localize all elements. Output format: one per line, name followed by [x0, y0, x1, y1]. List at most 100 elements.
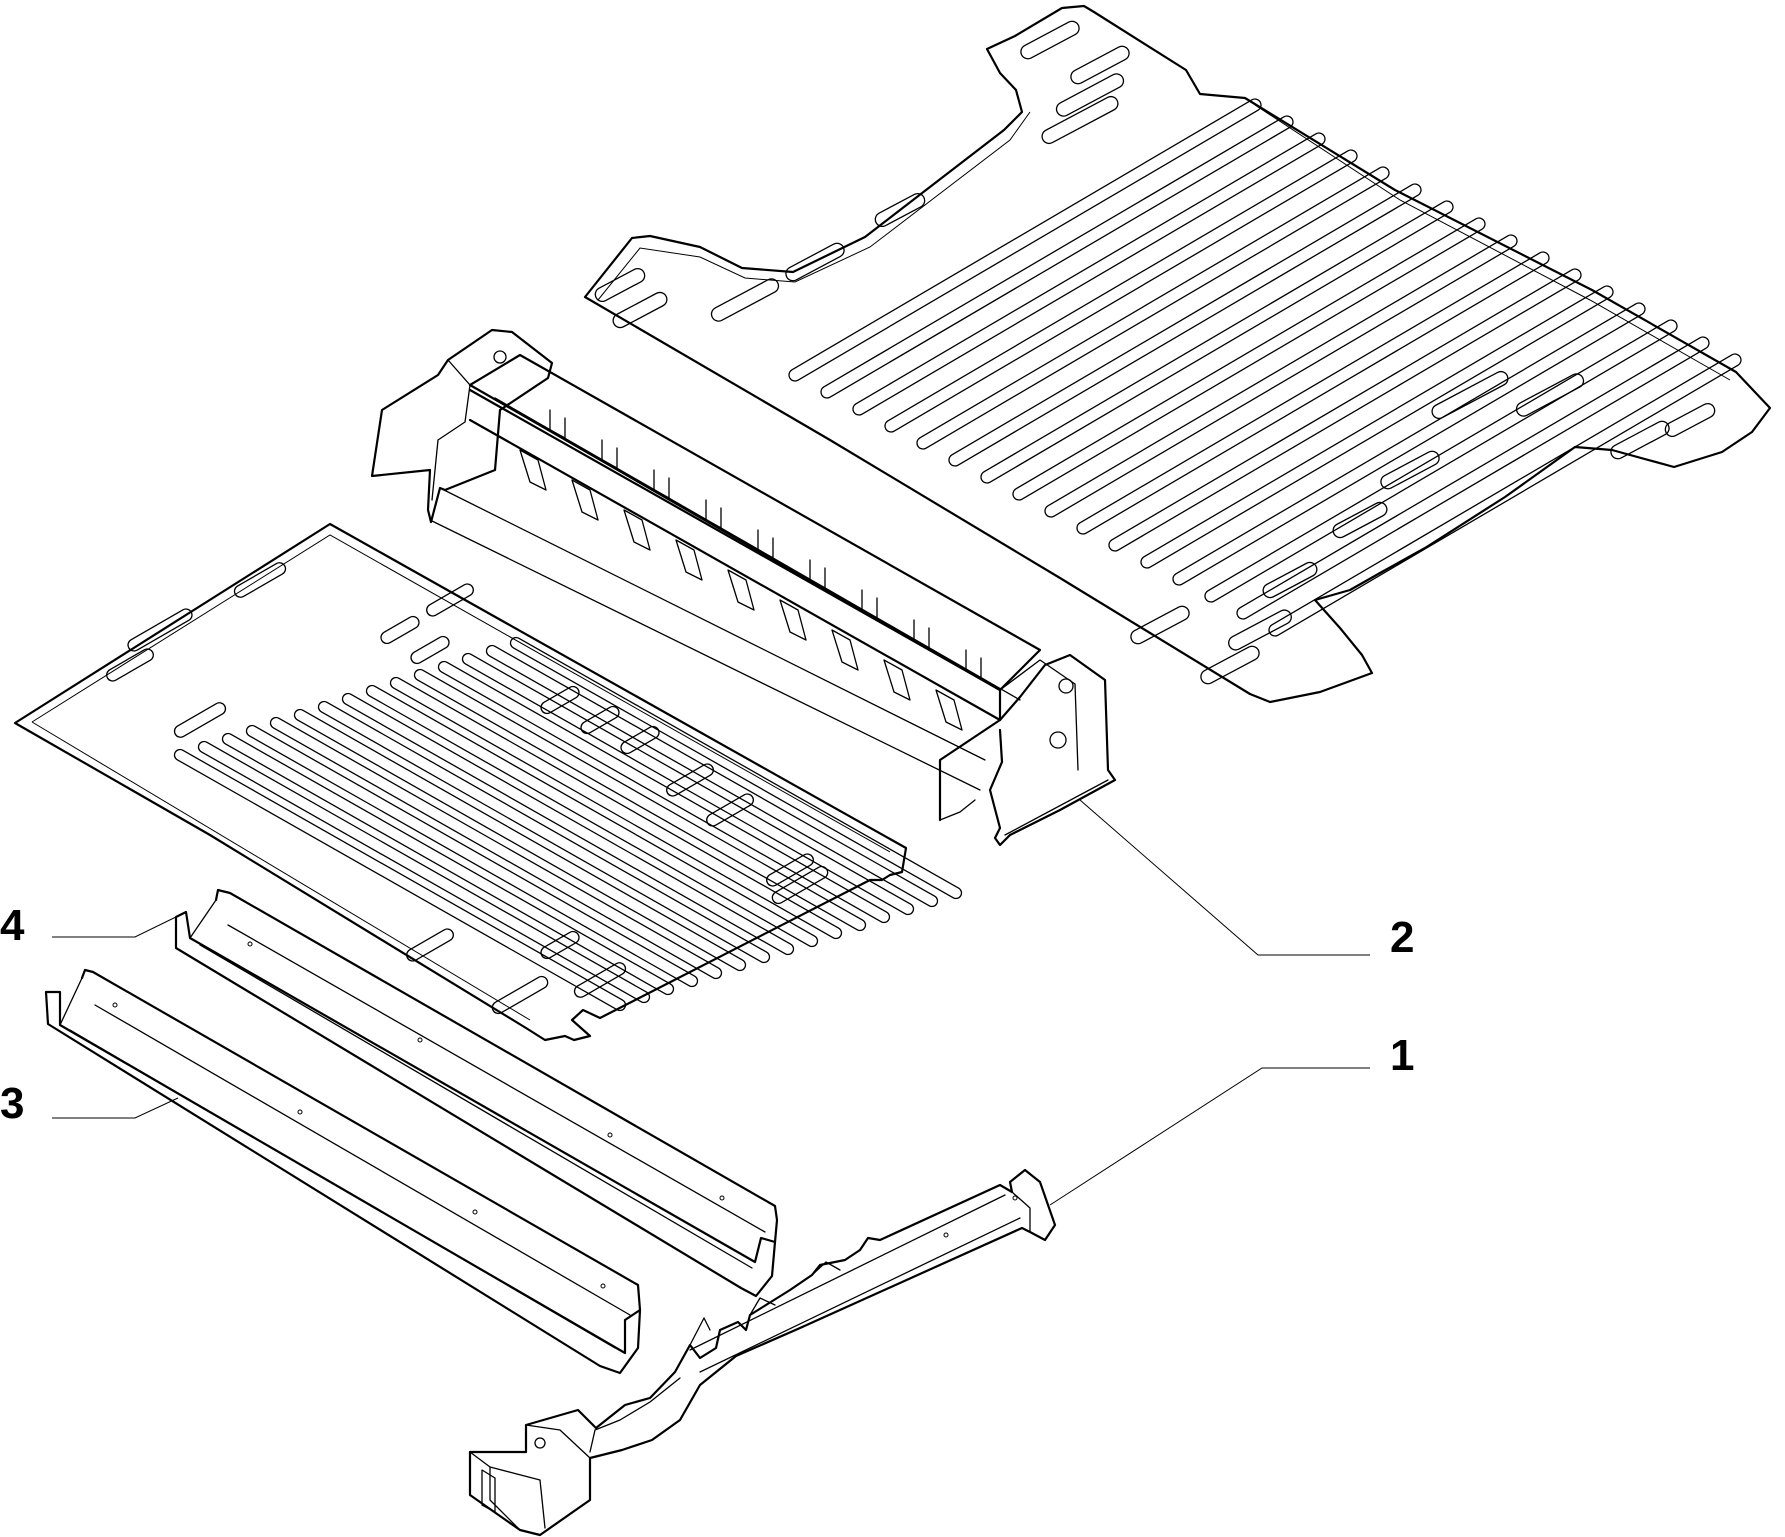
panel-rib [413, 668, 867, 932]
panel-rib [1108, 268, 1582, 552]
panel-rib [540, 930, 580, 960]
panel-rib [980, 200, 1454, 484]
panel-rib [948, 183, 1422, 467]
panel-rib [197, 740, 651, 1004]
panel-rib [594, 268, 646, 302]
panel-rib [874, 193, 926, 227]
panel-rib [1516, 373, 1584, 417]
callout-label-4: 4 [0, 901, 25, 950]
panel-rib [1380, 450, 1440, 490]
leader-4 [52, 914, 181, 938]
panel-rib [341, 692, 795, 956]
panel-rib [1664, 403, 1716, 437]
panel-rib [1236, 336, 1710, 620]
panel-rib [1056, 73, 1124, 117]
crossmember-cutout [883, 659, 911, 701]
panel-rib [221, 732, 675, 996]
panel-rib [380, 615, 420, 645]
crossmember-cutout [935, 689, 963, 731]
panel-rib [1020, 20, 1080, 60]
front-floor-ribs [173, 636, 963, 1012]
panel-rib [293, 708, 747, 972]
panel-rib [1228, 609, 1292, 651]
panel-rib [173, 748, 627, 1012]
panel-rib [426, 583, 474, 617]
front-floor-slots [106, 562, 829, 1015]
panel-rib [461, 652, 915, 916]
panel-rib [1140, 285, 1614, 569]
crossmember-cutout [779, 599, 807, 641]
rear-floor-panel [583, 4, 1772, 704]
panel-rib [509, 636, 963, 900]
leader-1 [1049, 1067, 1370, 1206]
panel-rib [106, 648, 154, 682]
panel-rib [771, 865, 829, 905]
crossmember-tab [549, 409, 566, 439]
crossmember-cutout [519, 449, 547, 491]
rail-part-4 [174, 888, 779, 1298]
callout-leaders [52, 799, 1370, 1206]
panel-rib [406, 928, 454, 962]
panel-rib [1332, 501, 1388, 539]
crossmember-tab [861, 589, 878, 619]
panel-rib [916, 166, 1390, 450]
rear-floor-slots [594, 20, 1716, 685]
front-floor-panel [13, 522, 963, 1042]
crossmember-tab [913, 619, 930, 649]
panel-rib [410, 635, 450, 665]
panel-rib [710, 278, 780, 322]
rear-floor-ribs [788, 98, 1742, 637]
panel-rib [1204, 319, 1678, 603]
crossmember-cutouts [519, 409, 982, 731]
panel-rib [1012, 217, 1486, 501]
panel-rib [666, 763, 714, 797]
panel-rib [1268, 353, 1742, 637]
crossmember-tab [965, 649, 982, 679]
crossmember-tab [601, 439, 618, 469]
crossmember-cutout [831, 629, 859, 671]
crossmember-tab [653, 469, 670, 499]
panel-rib [580, 705, 620, 735]
panel-rib [491, 975, 549, 1015]
panel-rib [1431, 371, 1509, 419]
crossmember-cutout [727, 569, 755, 611]
panel-rib [766, 853, 814, 887]
panel-rib [852, 132, 1326, 416]
callout-label-1: 1 [1390, 1031, 1414, 1080]
crossmember-tab [809, 559, 826, 589]
panel-rib [1041, 96, 1119, 144]
longitudinal-member-part-1 [468, 1168, 1057, 1537]
panel-rib [245, 724, 699, 988]
panel-rib [706, 793, 754, 827]
panel-rib [612, 291, 668, 329]
crossmember-tab [757, 529, 774, 559]
panel-rib [884, 149, 1358, 433]
callout-label-3: 3 [0, 1079, 24, 1128]
panel-rib [1130, 605, 1190, 645]
callout-label-2: 2 [1390, 913, 1414, 962]
panel-rib [820, 115, 1294, 399]
panel-rib [317, 700, 771, 964]
panel-rib [620, 725, 660, 755]
panel-rib [269, 716, 723, 980]
panel-rib [1200, 645, 1260, 685]
panel-rib [1262, 561, 1318, 599]
panel-rib [540, 685, 580, 715]
panel-rib [573, 962, 627, 998]
crossmember-tab [705, 499, 722, 529]
rail-part-3 [44, 968, 642, 1375]
panel-rib [437, 660, 891, 924]
crossmember-cutout [571, 479, 599, 521]
panel-rib [1070, 45, 1130, 85]
panel-rib [389, 676, 843, 940]
panel-rib [365, 684, 819, 948]
crossmember-cutout [623, 509, 651, 551]
leader-2 [1079, 799, 1370, 956]
panel-rib [1610, 420, 1670, 460]
panel-rib [788, 98, 1262, 382]
crossmember-assembly [370, 328, 1117, 847]
panel-rib [1044, 234, 1518, 518]
crossmember-cutout [675, 539, 703, 581]
